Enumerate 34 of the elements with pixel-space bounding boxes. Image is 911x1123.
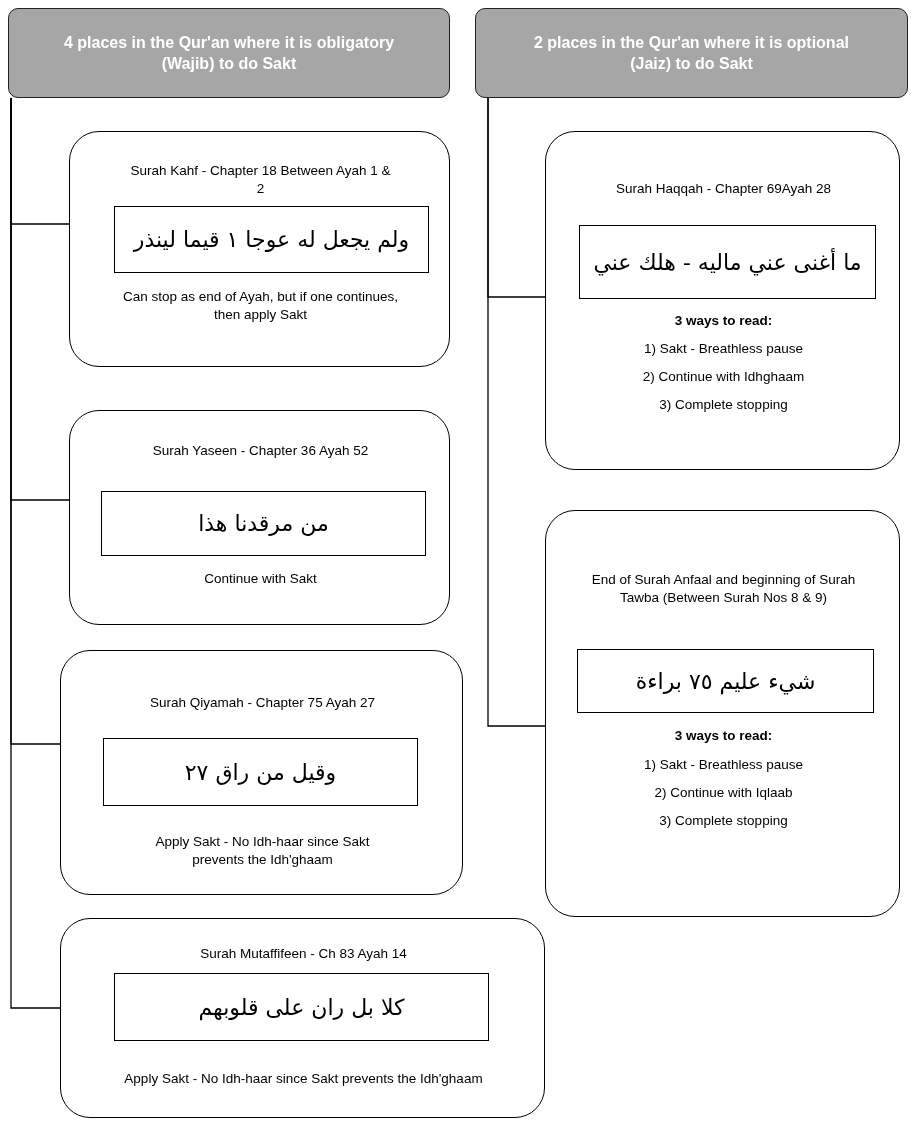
- note-text: Apply Sakt - No Idh-haar since Sakt prevents the Idh'ghaam: [154, 833, 371, 869]
- surah-title: End of Surah Anfaal and beginning of Surah Tawba (Between Surah Nos 8 & 9): [590, 571, 857, 607]
- note-text: Can stop as end of Ayah, but if one continues, then apply Sakt: [121, 288, 400, 324]
- rounded-box: [545, 131, 900, 470]
- note-text: 3) Complete stopping: [658, 396, 789, 414]
- note-text: Continue with Sakt: [203, 570, 318, 588]
- verse-box: كلا بل ران على قلوبهم: [114, 973, 489, 1041]
- connector-line: [487, 97, 546, 727]
- note-text: 1) Sakt - Breathless pause: [642, 340, 805, 358]
- header-box: 4 places in the Qur'an where it is obligatory (Wajib) to do Sakt: [8, 8, 450, 98]
- note-text: 2) Continue with Iqlaab: [653, 784, 794, 802]
- list-heading: 3 ways to read:: [673, 312, 774, 330]
- note-text: 2) Continue with Idhghaam: [641, 368, 806, 386]
- surah-title: Surah Kahf - Chapter 18 Between Ayah 1 & 2: [129, 162, 392, 198]
- rounded-box: [69, 410, 450, 625]
- note-text: 3) Complete stopping: [658, 812, 789, 830]
- rounded-box: [545, 510, 900, 917]
- surah-title: Surah Yaseen - Chapter 36 Ayah 52: [151, 442, 370, 460]
- connector-line: [10, 97, 61, 1009]
- surah-title: Surah Haqqah - Chapter 69Ayah 28: [614, 180, 833, 198]
- surah-title: Surah Qiyamah - Chapter 75 Ayah 27: [149, 694, 376, 712]
- rounded-box: [69, 131, 450, 367]
- verse-box: ولم يجعل له عوجا ١ قيما لينذر: [114, 206, 429, 273]
- note-text: 1) Sakt - Breathless pause: [642, 756, 805, 774]
- rounded-box: [60, 650, 463, 895]
- list-heading: 3 ways to read:: [673, 727, 774, 745]
- verse-box: ما أغنى عني ماليه - هلك عني: [579, 225, 876, 299]
- verse-box: وقيل من راق ٢٧: [103, 738, 418, 806]
- header-box: 2 places in the Qur'an where it is optional (Jaiz) to do Sakt: [475, 8, 908, 98]
- note-text: Apply Sakt - No Idh-haar since Sakt prevents the Idh'ghaam: [123, 1070, 484, 1088]
- rounded-box: [60, 918, 545, 1118]
- surah-title: Surah Mutaffifeen - Ch 83 Ayah 14: [199, 945, 408, 963]
- verse-box: من مرقدنا هذا: [101, 491, 426, 556]
- verse-box: شيء عليم ٧٥ براءة: [577, 649, 874, 713]
